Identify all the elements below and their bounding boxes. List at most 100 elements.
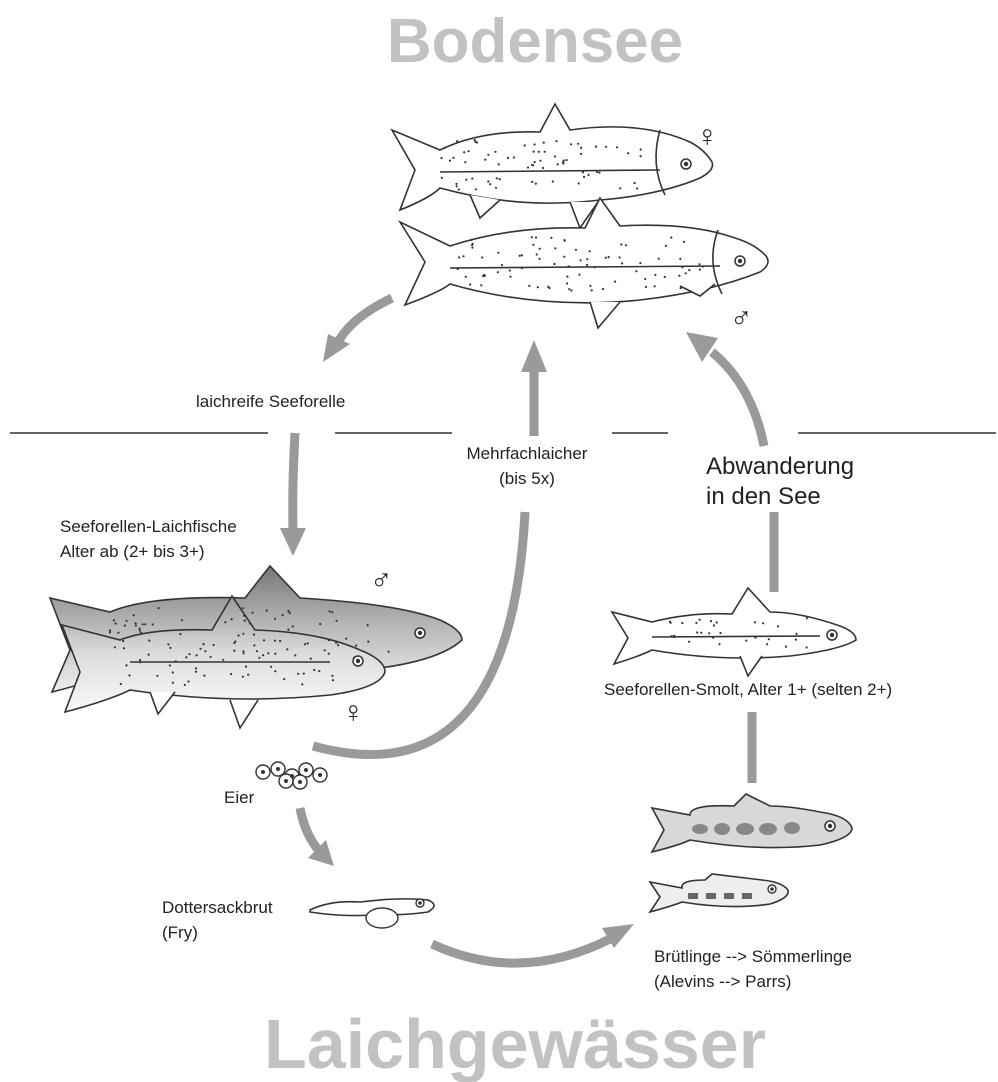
fish-speckle	[589, 285, 591, 287]
fish-speckle	[196, 654, 198, 656]
fish-speckle	[580, 153, 582, 155]
fish-speckle	[681, 622, 683, 624]
fish-speckle	[710, 620, 712, 622]
label-juveniles-1: Brütlinge --> Sömmerlinge	[654, 947, 852, 966]
fish-speckle	[762, 622, 764, 624]
title-bodensee: Bodensee	[387, 7, 683, 76]
fish-speckle	[712, 637, 714, 639]
fish-speckle	[616, 146, 618, 148]
female-lake-trout-illustration	[392, 104, 713, 228]
fish-speckle	[535, 183, 537, 185]
label-spawners-2: Alter ab (2+ bis 3+)	[60, 542, 205, 561]
fish-speckle	[345, 638, 347, 640]
fish-speckle	[679, 258, 681, 260]
fish-speckle	[595, 146, 597, 148]
fish-speckle	[498, 163, 500, 165]
fish-speckle	[148, 654, 150, 656]
fish-speckle	[472, 243, 474, 245]
fish-speckle	[179, 633, 181, 635]
fish-speckle	[304, 643, 306, 645]
fish-speckle	[303, 673, 305, 675]
fish-speckle	[440, 157, 442, 159]
fish-speckle	[224, 621, 226, 623]
fish-speckle	[465, 179, 467, 181]
fish-speckle	[566, 282, 568, 284]
fish-speckle	[471, 247, 473, 249]
fish-speckle	[258, 657, 260, 659]
fish-speckle	[188, 653, 190, 655]
arrow-to-spawners	[280, 433, 306, 556]
fish-speckle	[544, 151, 546, 153]
fish-speckle	[195, 671, 197, 673]
eggs-illustration	[256, 762, 327, 789]
fish-speckle	[301, 683, 303, 685]
arrow-to-fry	[300, 808, 334, 866]
fish-speckle	[785, 646, 787, 648]
fish-speckle	[536, 253, 538, 255]
fish-speckle	[231, 618, 233, 620]
fish-speckle	[553, 263, 555, 265]
fish-speckle	[564, 240, 566, 242]
fish-speckle	[550, 237, 552, 239]
fish-speckle	[497, 252, 499, 254]
fish-speckle	[181, 619, 183, 621]
fish-speckle	[509, 276, 511, 278]
fish-speckle	[213, 644, 215, 646]
fish-speckle	[602, 288, 604, 290]
fish-speckle	[287, 629, 289, 631]
fish-speckle	[555, 140, 557, 142]
fish-speckle	[148, 640, 150, 642]
fish-speckle	[625, 244, 627, 246]
fish-speckle	[754, 637, 756, 639]
fish-speckle	[547, 286, 549, 288]
fish-speckle	[669, 621, 671, 623]
fish-speckle	[777, 625, 779, 627]
fish-speckle	[795, 633, 797, 635]
fish-speckle	[552, 180, 554, 182]
fish-speckle	[185, 656, 187, 658]
fish-speckle	[367, 641, 369, 643]
fish-speckle	[619, 187, 621, 189]
label-spawning-trout: laichreife Seeforelle	[196, 392, 345, 411]
fish-speckle	[474, 139, 476, 141]
label-fry-2: (Fry)	[162, 923, 198, 942]
fish-speckle	[115, 622, 117, 624]
fish-speckle	[718, 643, 720, 645]
female-symbol-spawners: ♀	[342, 696, 365, 729]
fish-speckle	[249, 622, 251, 624]
fish-speckle	[795, 639, 797, 641]
fish-speckle	[534, 143, 536, 145]
fish-speckle	[274, 670, 276, 672]
fish-speckle	[242, 650, 244, 652]
fish-speckle	[468, 150, 470, 152]
fish-speckle	[583, 176, 585, 178]
fish-speckle	[634, 182, 636, 184]
fish-speckle	[144, 623, 146, 625]
fish-speckle	[580, 147, 582, 149]
fish-speckle	[531, 164, 533, 166]
fish-speckle	[274, 640, 276, 642]
fish-speckle	[557, 163, 559, 165]
fish-speckle	[122, 640, 124, 642]
arrow-to-juveniles	[432, 924, 634, 963]
fish-speckle	[242, 607, 244, 609]
fish-speckle	[635, 270, 637, 272]
fish-speckle	[470, 239, 472, 241]
male-symbol-top: ♂	[730, 302, 753, 335]
fish-speckle	[568, 288, 570, 290]
fish-speckle	[128, 674, 130, 676]
fish-speckle	[496, 177, 498, 179]
fish-speckle	[563, 256, 565, 258]
fish-speckle	[135, 622, 137, 624]
fish-speckle	[501, 264, 503, 266]
fish-speckle	[586, 258, 588, 260]
fish-speckle	[670, 237, 672, 239]
fish-speckle	[474, 141, 476, 143]
fish-speckle	[289, 612, 291, 614]
fish-speckle	[688, 641, 690, 643]
fish-speckle	[124, 625, 126, 627]
label-fry-1: Dottersackbrut	[162, 898, 273, 917]
fish-speckle	[575, 249, 577, 251]
label-migration-2: in den See	[706, 483, 821, 510]
title-laichgewaesser: Laichgewässer	[264, 1005, 766, 1082]
